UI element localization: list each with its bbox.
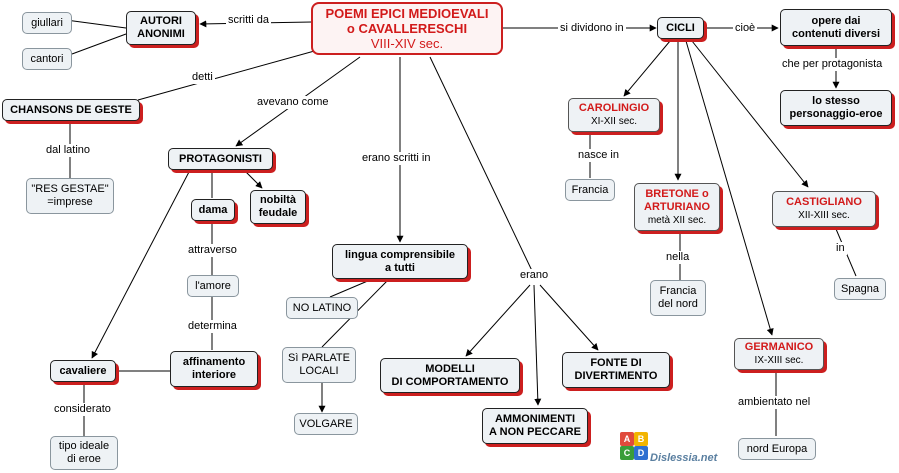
node-stesso-personaggio-eroe[interactable]: lo stesso personaggio-eroe [780,90,892,126]
label-nella: nella [664,251,692,264]
node-affinamento-interiore[interactable]: affinamento interiore [170,351,258,387]
node-lingua-comprensibile[interactable]: lingua comprensibile a tutti [332,244,468,279]
node-castigliano[interactable]: CASTIGLIANO XII-XIII sec. [772,191,876,227]
label-cioe: cioè [733,22,758,35]
node-chansons-de-geste[interactable]: CHANSONS DE GESTE [2,99,140,121]
node-francia[interactable]: Francia [565,179,615,201]
node-cicli[interactable]: CICLI [657,17,704,39]
logo-text: Dislessia.net [650,452,718,464]
label-scritti-da: scritti da [226,14,271,27]
node-nord-europa[interactable]: nord Europa [738,438,816,460]
castigliano-period: XII-XIII sec. [798,210,850,221]
node-cavaliere[interactable]: cavaliere [50,360,116,382]
node-nobilta-feudale[interactable]: nobiltà feudale [250,190,306,224]
label-dal-latino: dal latino [44,144,93,157]
label-ambientato-nel: ambientato nel [736,396,813,409]
label-si-dividono-in: si dividono in [558,22,626,35]
carolingio-period: XI-XII sec. [590,116,638,127]
dislessia-logo: A B C D Dislessia.net [620,428,717,470]
node-fonte-divertimento[interactable]: FONTE DI DIVERTIMENTO [562,352,670,388]
label-detti: detti [190,71,215,84]
node-no-latino[interactable]: NO LATINO [286,297,358,319]
germanico-period: IX-XIII sec. [754,355,804,366]
castigliano-title: CASTIGLIANO [786,196,862,208]
node-res-gestae[interactable]: "RES GESTAE" =imprese [26,178,114,214]
node-cantori[interactable]: cantori [22,48,72,70]
node-volgare[interactable]: VOLGARE [294,413,358,435]
main-title: POEMI EPICI MEDIOEVALI o CAVALLERESCHI [325,6,489,36]
label-nasce-in: nasce in [576,149,621,162]
node-francia-del-nord[interactable]: Francia del nord [650,280,706,316]
label-attraverso: attraverso [186,244,239,257]
logo-block-b: B [634,432,648,446]
bretone-period: metà XII sec. [647,214,707,226]
node-spagna[interactable]: Spagna [834,278,886,300]
main-concept-node[interactable]: POEMI EPICI MEDIOEVALI o CAVALLERESCHI V… [311,2,503,55]
label-determina: determina [186,320,239,333]
logo-block-a: A [620,432,634,446]
logo-block-c: C [620,446,634,460]
label-considerato: considerato [52,403,113,416]
node-tipo-ideale[interactable]: tipo ideale di eroe [50,436,118,470]
node-modelli-comportamento[interactable]: MODELLI DI COMPORTAMENTO [380,358,520,393]
germanico-title: GERMANICO [744,341,814,353]
node-giullari[interactable]: giullari [22,12,72,34]
label-che-per-protagonista: che per protagonista [780,58,885,71]
node-ammonimenti[interactable]: AMMONIMENTI A NON PECCARE [482,408,588,444]
node-amore[interactable]: l'amore [187,275,239,297]
label-erano-scritti-in: erano scritti in [360,152,433,165]
label-in: in [834,242,847,255]
node-bretone-arturiano[interactable]: BRETONE o ARTURIANO metà XII sec. [634,183,720,231]
node-protagonisti[interactable]: PROTAGONISTI [168,148,273,170]
node-autori-anonimi[interactable]: AUTORI ANONIMI [126,11,196,45]
bretone-title: BRETONE o ARTURIANO [644,187,710,213]
label-erano: erano [518,269,551,282]
carolingio-title: CAROLINGIO [578,102,650,114]
label-avevano-come: avevano come [255,96,331,109]
node-carolingio[interactable]: CAROLINGIO XI-XII sec. [568,98,660,132]
main-subtitle: VIII-XIV sec. [370,36,444,51]
node-germanico[interactable]: GERMANICO IX-XIII sec. [734,338,824,370]
node-opere-contenuti-diversi[interactable]: opere dai contenuti diversi [780,9,892,46]
logo-block-d: D [634,446,648,460]
node-parlate-locali[interactable]: Sì PARLATE LOCALI [282,347,356,383]
node-dama[interactable]: dama [191,199,235,221]
